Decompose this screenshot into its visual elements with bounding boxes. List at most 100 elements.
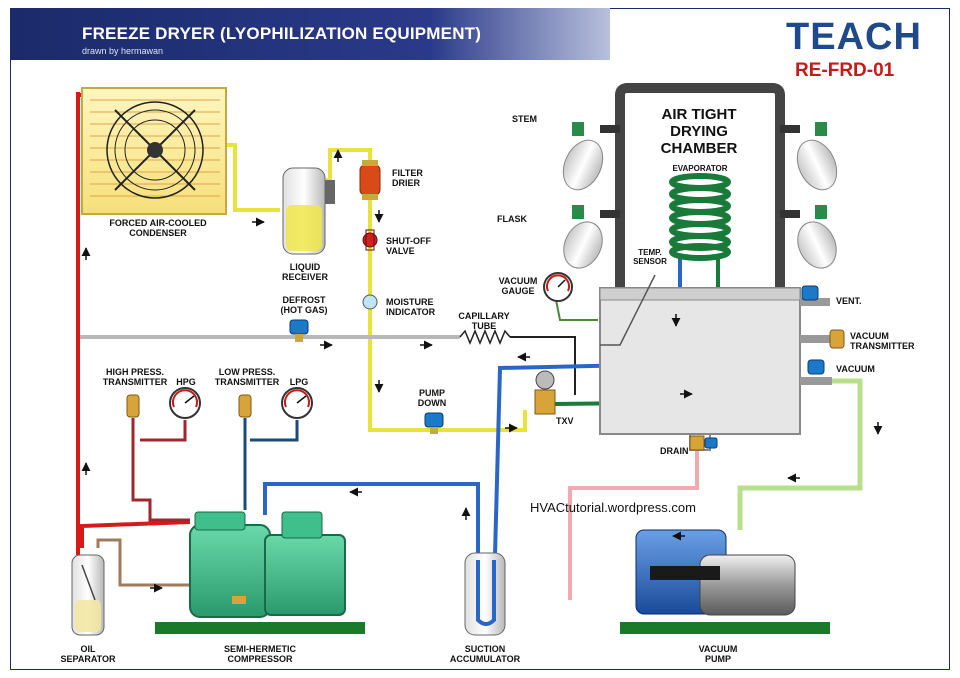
lp-transmitter <box>238 394 252 418</box>
temp-sensor-line <box>600 274 656 346</box>
oil-separator-label: OIL SEPARATOR <box>48 644 128 664</box>
flask-right-bottom <box>780 205 837 269</box>
filter-drier-label-line1: FILTER <box>392 168 423 178</box>
pump-down-label-line2: DOWN <box>417 398 447 408</box>
brand-logo: TEACH <box>786 16 922 58</box>
liquid-line-condenser <box>222 143 280 212</box>
vacuum-valve <box>800 359 832 385</box>
condenser <box>81 87 227 215</box>
hp-transmitter-line <box>131 418 190 522</box>
capillary-tube-label: CAPILLARY TUBE <box>454 311 514 331</box>
flask-label: FLASK <box>497 214 527 224</box>
vent-label: VENT. <box>836 296 862 306</box>
capillary-tube-label-line1: CAPILLARY <box>458 311 510 321</box>
page-title: FREEZE DRYER (LYOPHILIZATION EQUIPMENT) <box>82 24 482 43</box>
vacuum-pump-unit <box>620 529 830 634</box>
txv-valve <box>534 370 556 415</box>
moisture-indicator <box>362 294 378 310</box>
suction-accumulator <box>464 552 506 636</box>
vacuum-transmitter <box>800 329 845 349</box>
suction-to-compressor <box>263 482 480 555</box>
chamber-title-line3: CHAMBER <box>660 140 738 157</box>
vacuum-gauge-label: VACUUM GAUGE <box>494 276 542 296</box>
drain-label: DRAIN <box>660 446 689 456</box>
flask-right-top <box>780 122 838 191</box>
high-press-transmitter-label-line2: TRANSMITTER <box>102 377 168 387</box>
vacuum-pump-label: VACUUM PUMP <box>688 644 748 664</box>
shutoff-valve-label-line1: SHUT-OFF <box>386 236 431 246</box>
capillary-line <box>510 336 576 395</box>
title-bar <box>10 8 610 60</box>
compressor-label-line2: COMPRESSOR <box>227 654 293 664</box>
txv-label: TXV <box>556 416 574 426</box>
oil-return-line <box>96 538 190 587</box>
drain-line <box>568 448 699 600</box>
hpg-label: HPG <box>176 377 196 387</box>
hpg-gauge <box>169 387 201 419</box>
evaporator-label: EVAPORATOR <box>672 164 728 173</box>
pump-down-label-line1: PUMP <box>418 388 445 398</box>
compressor-label: SEMI-HERMETIC COMPRESSOR <box>215 644 305 664</box>
vacuum-transmitter-label: VACUUM TRANSMITTER <box>850 331 915 351</box>
gauge-line <box>555 299 598 321</box>
lpg-label: LPG <box>289 377 309 387</box>
defrost-label-line2: (HOT GAS) <box>280 305 328 315</box>
capillary-coil <box>459 329 511 345</box>
page-subtitle: drawn by hermawan <box>82 46 164 56</box>
moisture-indicator-label: MOISTURE INDICATOR <box>386 297 435 317</box>
temp-sensor-label: TEMP. SENSOR <box>630 248 670 266</box>
oil-separator <box>71 554 105 636</box>
suction-accumulator-label: SUCTION ACCUMULATOR <box>440 644 530 664</box>
oil-separator-label-line2: SEPARATOR <box>60 654 116 664</box>
defrost-solenoid <box>289 319 309 342</box>
vacuum-transmitter-label-line2: TRANSMITTER <box>850 341 915 351</box>
hpg-line <box>140 420 187 442</box>
temp-sensor-label-line2: SENSOR <box>633 257 667 266</box>
moisture-indicator-label-line2: INDICATOR <box>386 307 436 317</box>
condenser-label-line2: CONDENSER <box>129 228 187 238</box>
lpg-gauge <box>281 387 313 419</box>
drying-chamber <box>599 83 801 451</box>
drain-valve <box>689 435 718 451</box>
high-press-transmitter-label: HIGH PRESS. TRANSMITTER <box>100 367 170 387</box>
flow-arrows <box>81 149 883 593</box>
moisture-indicator-label-line1: MOISTURE <box>386 297 434 307</box>
low-press-transmitter-label-line2: TRANSMITTER <box>214 377 280 387</box>
hot-gas-line-discharge <box>80 520 191 548</box>
defrost-label: DEFROST (HOT GAS) <box>274 295 334 315</box>
drawing-code: RE-FRD-01 <box>795 60 895 81</box>
shutoff-valve <box>362 229 378 251</box>
liquid-line-txv <box>430 410 527 432</box>
lpg-line <box>250 420 299 442</box>
liquid-receiver-label-line1: LIQUID <box>289 262 321 272</box>
low-press-transmitter-label: LOW PRESS. TRANSMITTER <box>212 367 282 387</box>
condenser-label-line1: FORCED AIR-COOLED <box>109 218 207 228</box>
liquid-receiver-label-line2: RECEIVER <box>281 272 328 282</box>
vacuum-gauge-label-line1: VACUUM <box>498 276 538 286</box>
compressor-label-line1: SEMI-HERMETIC <box>224 644 296 654</box>
watermark-url: HVACtutorial.wordpress.com <box>530 500 696 515</box>
shutoff-valve-label-line2: VALVE <box>386 246 415 256</box>
chamber-title: AIR TIGHT DRYING CHAMBER <box>652 106 746 157</box>
filter-drier-label-line2: DRIER <box>392 178 421 188</box>
chamber-title-line2: DRYING <box>670 123 728 140</box>
vacuum-pump-label-line1: VACUUM <box>698 644 738 654</box>
capillary-tube-label-line2: TUBE <box>471 321 497 331</box>
high-press-transmitter-label-line1: HIGH PRESS. <box>105 367 164 377</box>
compressor <box>155 511 365 634</box>
vacuum-line <box>737 378 863 530</box>
flask-left-bottom <box>563 205 620 269</box>
low-press-transmitter-label-line1: LOW PRESS. <box>218 367 276 377</box>
vacuum-gauge-label-line2: GAUGE <box>501 286 535 296</box>
defrost-label-line1: DEFROST <box>282 295 326 305</box>
suction-accumulator-label-line1: SUCTION <box>464 644 506 654</box>
evaporator-coil <box>669 173 731 261</box>
vent-valve <box>800 285 830 306</box>
vacuum-pump-label-line2: PUMP <box>704 654 731 664</box>
vacuum-valve-label: VACUUM <box>836 364 875 374</box>
suction-accumulator-label-line2: ACCUMULATOR <box>449 654 521 664</box>
oil-separator-label-line1: OIL <box>80 644 96 654</box>
hp-transmitter <box>126 394 140 418</box>
